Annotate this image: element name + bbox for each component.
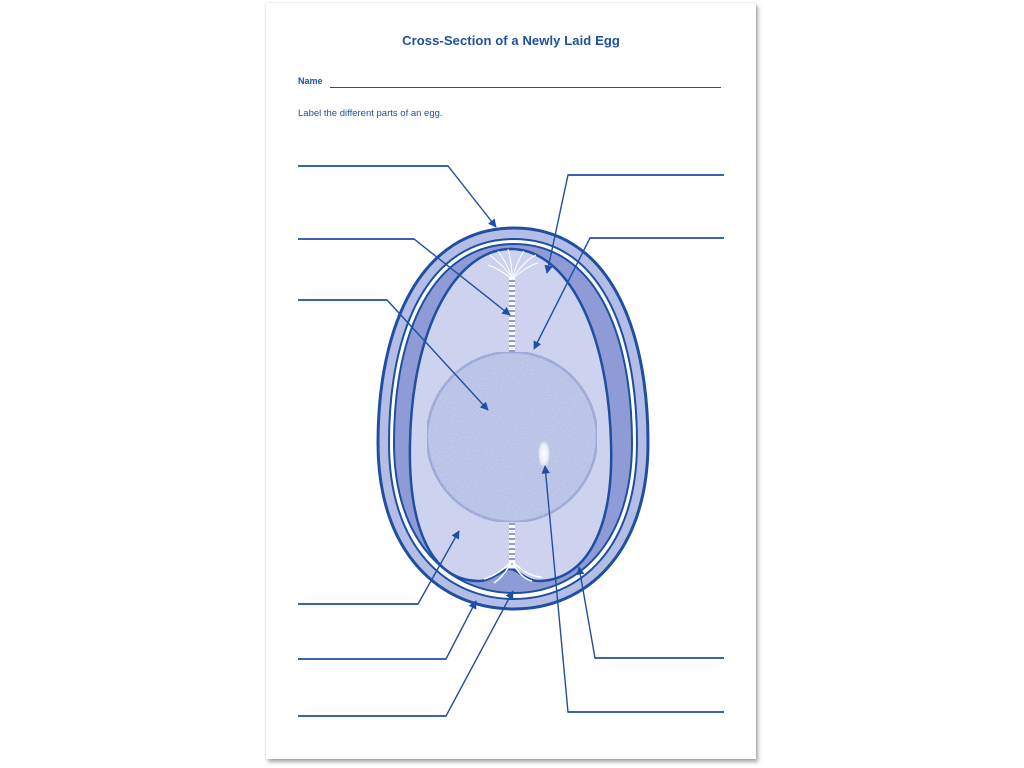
- leader-line-right-3: [576, 566, 724, 659]
- instruction-text: Label the different parts of an egg.: [298, 108, 443, 119]
- yolk: [425, 350, 599, 524]
- leader-line-left-5: [298, 600, 477, 660]
- leader-line-left-1: [298, 165, 497, 228]
- worksheet-title: Cross-Section of a Newly Laid Egg: [402, 33, 620, 48]
- name-field-line[interactable]: [330, 87, 721, 88]
- chalaza-fibers-top: [487, 248, 539, 280]
- name-label: Name: [298, 76, 323, 86]
- germinal-disc: [538, 440, 550, 468]
- leader-line-left-6: [298, 590, 514, 717]
- egg-diagram: [298, 165, 724, 717]
- worksheet-sheet: Cross-Section of a Newly Laid Egg Name L…: [266, 3, 756, 759]
- chalaza-fibers-bottom: [483, 560, 543, 584]
